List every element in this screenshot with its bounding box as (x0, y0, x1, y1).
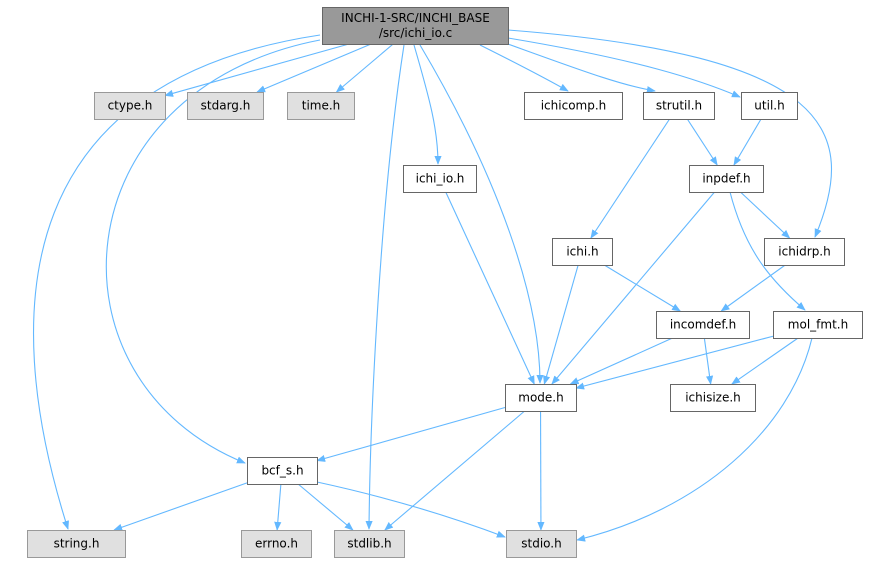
edge-bcf_s-to-stdlib (297, 483, 354, 531)
node-ichisize[interactable]: ichisize.h (670, 384, 756, 412)
edge-bcf_s-to-string (113, 482, 248, 531)
node-box (322, 7, 509, 45)
edge-root-to-ichicomp (479, 44, 569, 92)
node-label: mol_fmt.h (788, 318, 848, 332)
node-box (241, 530, 312, 558)
node-ctype: ctype.h (94, 92, 166, 120)
node-ichi[interactable]: ichi.h (552, 238, 613, 266)
node-ichidrp[interactable]: ichidrp.h (764, 238, 845, 266)
edge-bcf_s-to-errno (274, 483, 282, 531)
node-util[interactable]: util.h (741, 92, 798, 120)
edge-root-to-stdarg (256, 43, 372, 93)
node-box (287, 92, 355, 120)
node-label: /src/ichi_io.c (379, 26, 452, 40)
node-string: string.h (27, 530, 126, 558)
edge-strutil-to-inpdef (686, 118, 718, 166)
node-box (506, 530, 577, 558)
node-mol-fmt[interactable]: mol_fmt.h (773, 311, 863, 339)
edge-ichi-to-incomdef (603, 264, 681, 312)
node-label: ichisize.h (685, 391, 741, 405)
edge-root-to-ctype (164, 43, 350, 97)
node-label: ichicomp.h (541, 99, 607, 113)
node-box (764, 238, 845, 266)
node-box (656, 311, 750, 339)
node-box (27, 530, 126, 558)
node-label: stdarg.h (201, 99, 251, 113)
edge-root-to-strutil (507, 43, 656, 94)
node-box (773, 311, 863, 339)
node-mode[interactable]: mode.h (505, 384, 577, 412)
edge-root-to-time (335, 43, 394, 93)
node-label: ctype.h (108, 99, 153, 113)
edges-layer (33, 29, 833, 542)
node-label: time.h (302, 99, 341, 113)
node-label: mode.h (518, 391, 563, 405)
edge-mol_fmt-to-ichisize (731, 337, 799, 385)
node-errno: errno.h (241, 530, 312, 558)
edge-root-to-bcf_s (105, 39, 321, 464)
node-stdarg: stdarg.h (187, 92, 264, 120)
edge-inpdef-to-mol_fmt (729, 191, 806, 311)
edge-root-to-ichi_io (413, 44, 442, 165)
node-label: string.h (54, 537, 100, 551)
edge-root-to-mode (419, 44, 544, 384)
node-ichicomp[interactable]: ichicomp.h (524, 92, 623, 120)
node-label: strutil.h (656, 99, 702, 113)
edge-root-to-util (507, 37, 741, 98)
node-label: stdlib.h (347, 537, 391, 551)
edge-strutil-to-ichi (590, 118, 671, 239)
node-box (334, 530, 405, 558)
edge-incomdef-to-mode (569, 337, 673, 385)
node-label: stdio.h (521, 537, 561, 551)
edge-bcf_s-to-stdio (316, 481, 506, 538)
edge-root-to-stdlib (365, 44, 405, 530)
node-label: incomdef.h (670, 318, 736, 332)
node-box (94, 92, 166, 120)
node-inpdef[interactable]: inpdef.h (689, 165, 764, 193)
node-root[interactable]: INCHI-1-SRC/INCHI_BASE/src/ichi_io.c (322, 7, 509, 45)
edge-util-to-inpdef (733, 118, 762, 166)
node-box (524, 92, 623, 120)
edge-root-to-ichidrp (507, 29, 833, 238)
node-time: time.h (287, 92, 355, 120)
node-box (643, 92, 715, 120)
node-label: INCHI-1-SRC/INCHI_BASE (341, 11, 490, 25)
nodes-layer: INCHI-1-SRC/INCHI_BASE/src/ichi_io.cctyp… (27, 7, 863, 558)
node-box (689, 165, 764, 193)
node-ichi-io[interactable]: ichi_io.h (403, 165, 477, 193)
node-label: ichidrp.h (778, 245, 830, 259)
edge-mol_fmt-to-mode (575, 335, 774, 390)
node-box (247, 457, 318, 485)
edge-mode-to-bcf_s (316, 406, 506, 462)
node-stdio: stdio.h (506, 530, 577, 558)
edge-root-to-string (33, 34, 321, 530)
node-label: bcf_s.h (261, 464, 303, 478)
node-incomdef[interactable]: incomdef.h (656, 311, 750, 339)
edge-inpdef-to-ichidrp (740, 191, 791, 239)
node-label: ichi.h (566, 245, 598, 259)
node-box (670, 384, 756, 412)
node-box (505, 384, 577, 412)
node-label: util.h (754, 99, 784, 113)
edge-ichi_io-to-mode (445, 191, 535, 385)
edge-ichidrp-to-incomdef (720, 264, 786, 312)
node-bcf-s[interactable]: bcf_s.h (247, 457, 318, 485)
node-label: inpdef.h (702, 172, 750, 186)
node-box (552, 238, 613, 266)
node-box (187, 92, 264, 120)
node-label: errno.h (255, 537, 298, 551)
node-box (741, 92, 798, 120)
node-stdlib: stdlib.h (334, 530, 405, 558)
edge-inpdef-to-mode (551, 191, 715, 385)
edge-incomdef-to-ichisize (703, 337, 714, 385)
edge-ichi-to-mode (543, 264, 579, 385)
edge-mode-to-stdlib (384, 410, 525, 531)
node-label: ichi_io.h (416, 172, 465, 186)
node-strutil[interactable]: strutil.h (643, 92, 715, 120)
edge-mol_fmt-to-stdio (576, 337, 813, 542)
node-box (403, 165, 477, 193)
